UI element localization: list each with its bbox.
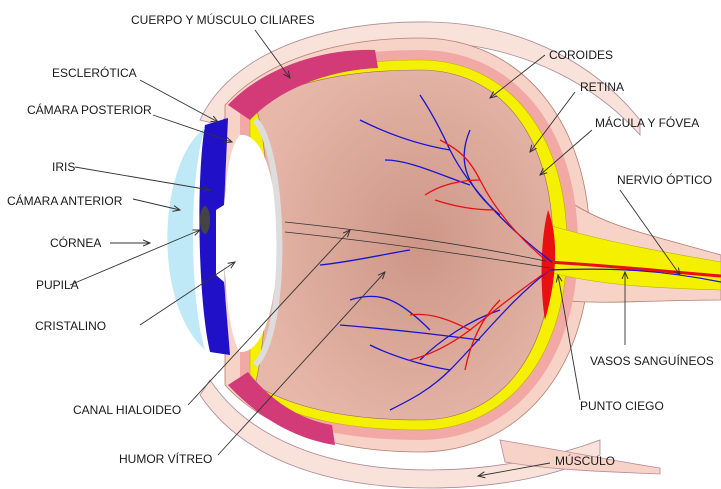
label-canal-hialoideo: CANAL HIALOIDEO [73,403,181,417]
label-nervio-optico: NERVIO ÓPTICO [617,172,712,187]
label-musculo: MÚSCULO [555,453,615,468]
label-iris: IRIS [52,160,75,174]
label-vasos-sanguineos: VASOS SANGUÍNEOS [590,353,714,368]
label-camara-posterior: CÁMARA POSTERIOR [27,102,152,117]
label-coroides: COROIDES [549,48,613,62]
label-punto-ciego: PUNTO CIEGO [580,399,664,413]
label-esclerotica: ESCLERÓTICA [52,65,137,80]
label-macula-fovea: MÁCULA Y FÓVEA [595,115,699,130]
label-pupila: PUPILA [36,278,79,292]
label-cornea: CÓRNEA [50,235,101,250]
label-cristalino: CRISTALINO [35,319,106,333]
label-humor-vitreo: HUMOR VÍTREO [119,451,212,466]
cornea [167,128,205,350]
label-cuerpo-musculo-ciliares: CUERPO Y MÚSCULO CILIARES [131,12,315,27]
vitreous-body [255,70,553,420]
pupil [200,206,210,234]
label-retina: RETINA [580,80,624,94]
label-camara-anterior: CÁMARA ANTERIOR [7,193,123,208]
